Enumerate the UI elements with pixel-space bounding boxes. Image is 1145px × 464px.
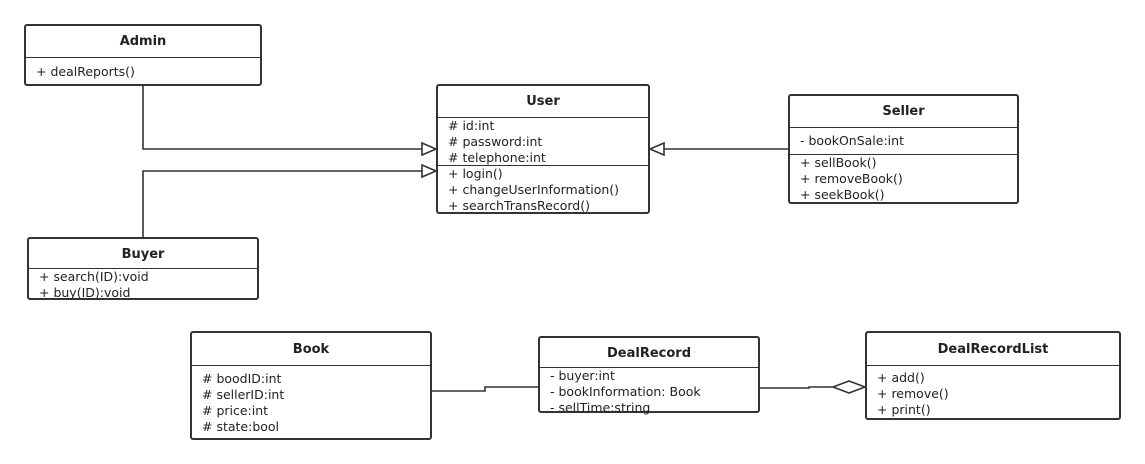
method: + searchTransRecord()	[448, 198, 590, 213]
attributes: - buyer:int - bookInformation: Book - se…	[540, 368, 758, 416]
class-name: User	[438, 86, 648, 118]
class-seller[interactable]: Seller - bookOnSale:int + sellBook() + r…	[788, 94, 1019, 204]
attribute: # telephone:int	[448, 150, 546, 165]
class-name: Book	[192, 333, 430, 366]
method: + changeUserInformation()	[448, 182, 620, 197]
seller-arrowhead-icon	[647, 141, 665, 157]
method: + remove()	[877, 386, 949, 401]
method: + dealReports()	[36, 64, 135, 79]
admin-arrowhead-icon	[421, 141, 439, 157]
class-dealrecord[interactable]: DealRecord - buyer:int - bookInformation…	[538, 336, 760, 416]
attribute: # sellerID:int	[202, 387, 285, 402]
attribute: - buyer:int	[550, 368, 615, 383]
attribute: - sellTime:string	[550, 400, 651, 415]
attribute: - bookInformation: Book	[550, 384, 701, 399]
method: + print()	[877, 402, 931, 417]
attributes: - bookOnSale:int	[790, 128, 1017, 155]
class-name: Admin	[26, 26, 260, 58]
admin-user-generalization	[142, 86, 422, 150]
attribute: - bookOnSale:int	[800, 133, 904, 148]
attribute: # state:bool	[202, 419, 280, 434]
methods: + search(ID):void + buy(ID):void	[29, 269, 257, 301]
class-name: Seller	[790, 96, 1017, 128]
methods: + add() + remove() + print()	[867, 366, 1119, 418]
method: + seekBook()	[800, 187, 885, 202]
buyer-user-generalization	[142, 170, 422, 237]
class-name: DealRecord	[540, 338, 758, 368]
attributes: # boodID:int # sellerID:int # price:int …	[192, 366, 430, 435]
class-admin[interactable]: Admin + dealReports()	[24, 24, 262, 86]
class-name: DealRecordList	[867, 333, 1119, 366]
class-user[interactable]: User # id:int # password:int # telephone…	[436, 84, 650, 214]
attribute: # price:int	[202, 403, 269, 418]
class-dealrecordlist[interactable]: DealRecordList + add() + remove() + prin…	[865, 331, 1121, 420]
methods: + login() + changeUserInformation() + se…	[438, 166, 648, 214]
method: + buy(ID):void	[39, 285, 131, 300]
method: + removeBook()	[800, 171, 903, 186]
dealrecord-dealrecordlist-aggregation	[760, 386, 833, 389]
method: + search(ID):void	[39, 269, 149, 284]
attribute: # boodID:int	[202, 371, 282, 386]
attributes: # id:int # password:int # telephone:int	[438, 118, 648, 166]
aggregation-diamond-icon	[830, 380, 868, 394]
methods: + sellBook() + removeBook() + seekBook()	[790, 155, 1017, 203]
attribute: # id:int	[448, 118, 495, 133]
buyer-arrowhead-icon	[421, 163, 439, 179]
method: + login()	[448, 166, 503, 181]
class-name: Buyer	[29, 239, 257, 269]
class-buyer[interactable]: Buyer + search(ID):void + buy(ID):void	[27, 237, 259, 300]
method: + sellBook()	[800, 155, 877, 170]
methods: + dealReports()	[26, 58, 260, 80]
attribute: # password:int	[448, 134, 543, 149]
class-book[interactable]: Book # boodID:int # sellerID:int # price…	[190, 331, 432, 440]
method: + add()	[877, 370, 925, 385]
book-dealrecord-association	[431, 386, 538, 392]
